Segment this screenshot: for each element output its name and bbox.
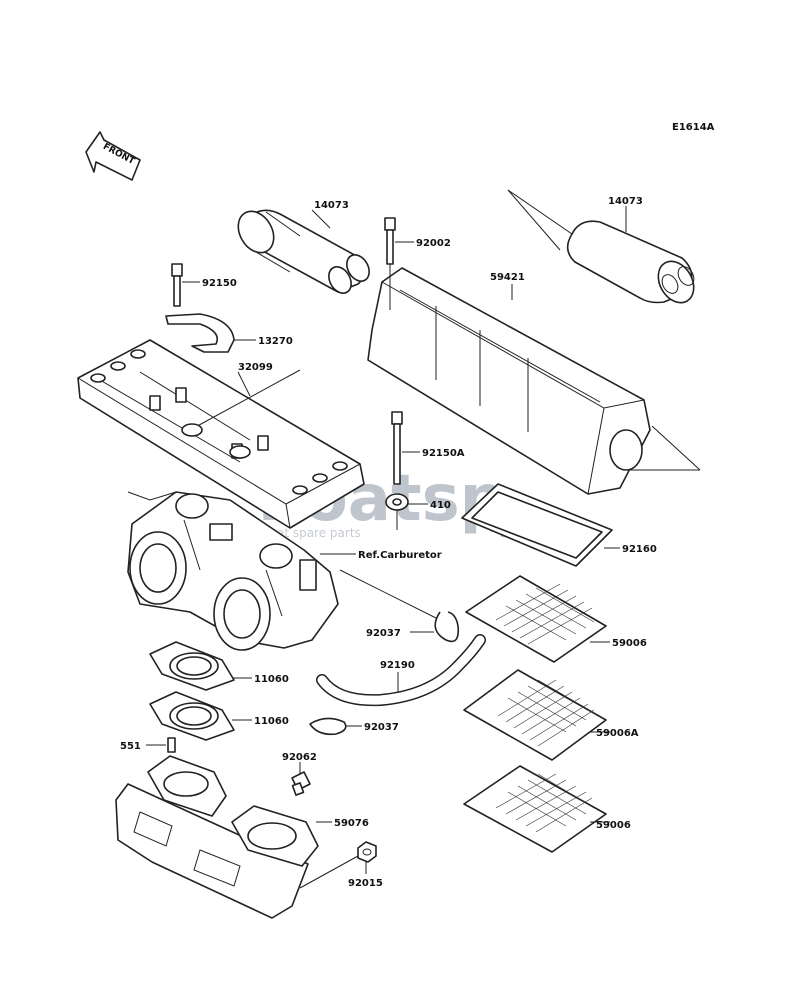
clip-92037-b	[309, 717, 347, 736]
callout-59076: 59076	[334, 818, 369, 829]
diagram-code: E1614A	[672, 122, 715, 133]
callout-92037-a: 92037	[366, 628, 401, 639]
bracket-13270	[165, 313, 235, 353]
screen-59006-a	[465, 575, 607, 663]
callout-551: 551	[120, 741, 141, 752]
nut-92015	[357, 841, 377, 863]
callout-14073-left: 14073	[314, 200, 349, 211]
callout-59006-a: 59006	[612, 638, 647, 649]
gasket-11060-b	[149, 691, 235, 741]
clip-92037-a	[434, 611, 460, 643]
washer-410	[385, 493, 409, 511]
screen-59006a	[463, 669, 607, 761]
callout-59006-b: 59006	[596, 820, 631, 831]
flame-arrester-cover	[367, 267, 651, 495]
callout-ref-carburetor: Ref.Carburetor	[358, 550, 442, 561]
gasket-92160	[461, 483, 613, 567]
callout-13270: 13270	[258, 336, 293, 347]
callout-410: 410	[430, 500, 451, 511]
callout-11060-a: 11060	[254, 674, 289, 685]
callout-11060-b: 11060	[254, 716, 289, 727]
bolt-92150	[171, 263, 183, 307]
fitting-92062	[291, 771, 311, 796]
watermark-tagline: boat spare parts	[262, 526, 361, 540]
intake-manifold-59076	[115, 755, 319, 919]
tube-92190	[316, 634, 486, 707]
callout-59006a: 59006A	[596, 728, 639, 739]
pin-551	[167, 737, 176, 753]
carburetor-assembly	[127, 491, 339, 651]
gasket-11060-a	[149, 641, 235, 691]
bolt-92002	[384, 217, 396, 265]
callout-59421: 59421	[490, 272, 525, 283]
callout-92002: 92002	[416, 238, 451, 249]
screen-59006-b	[463, 765, 607, 853]
callout-92015: 92015	[348, 878, 383, 889]
front-arrow-icon: FRONT	[85, 131, 141, 181]
callout-92062: 92062	[282, 752, 317, 763]
callout-92160: 92160	[622, 544, 657, 555]
intake-funnel-right	[566, 220, 695, 304]
callout-92037-b: 92037	[364, 722, 399, 733]
callout-92150: 92150	[202, 278, 237, 289]
base-plate-32099	[77, 339, 365, 529]
intake-funnel-left	[237, 209, 370, 294]
callout-92150a: 92150A	[422, 448, 465, 459]
callout-92190: 92190	[380, 660, 415, 671]
callout-14073-right: 14073	[608, 196, 643, 207]
stud-92150a	[391, 411, 403, 485]
callout-32099: 32099	[238, 362, 273, 373]
